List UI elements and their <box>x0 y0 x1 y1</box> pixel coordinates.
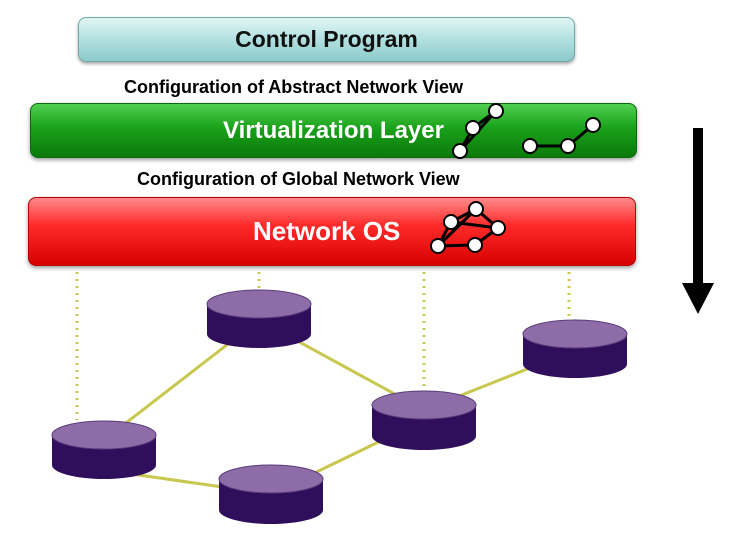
network-os-layer: Network OS <box>28 197 636 266</box>
network-switch-icon <box>51 420 157 479</box>
network-switch-icon <box>218 464 324 524</box>
abstract-network-graph-icon <box>452 103 601 159</box>
network-switch-icon <box>206 289 312 348</box>
abstract-view-caption: Configuration of Abstract Network View <box>124 77 464 97</box>
network-links <box>103 318 576 496</box>
control-program-layer: Control Program <box>78 17 575 62</box>
network-switch-icon <box>522 319 628 378</box>
network-switch-icon <box>371 390 477 450</box>
virtualization-layer-label: Virtualization Layer <box>223 116 444 144</box>
global-network-graph-icon <box>430 201 506 254</box>
global-view-caption: Configuration of Global Network View <box>137 169 460 189</box>
network-os-label: Network OS <box>253 216 401 246</box>
control-program-label: Control Program <box>235 26 418 52</box>
down-arrow-icon <box>682 128 714 314</box>
control-probe-lines <box>75 272 571 420</box>
